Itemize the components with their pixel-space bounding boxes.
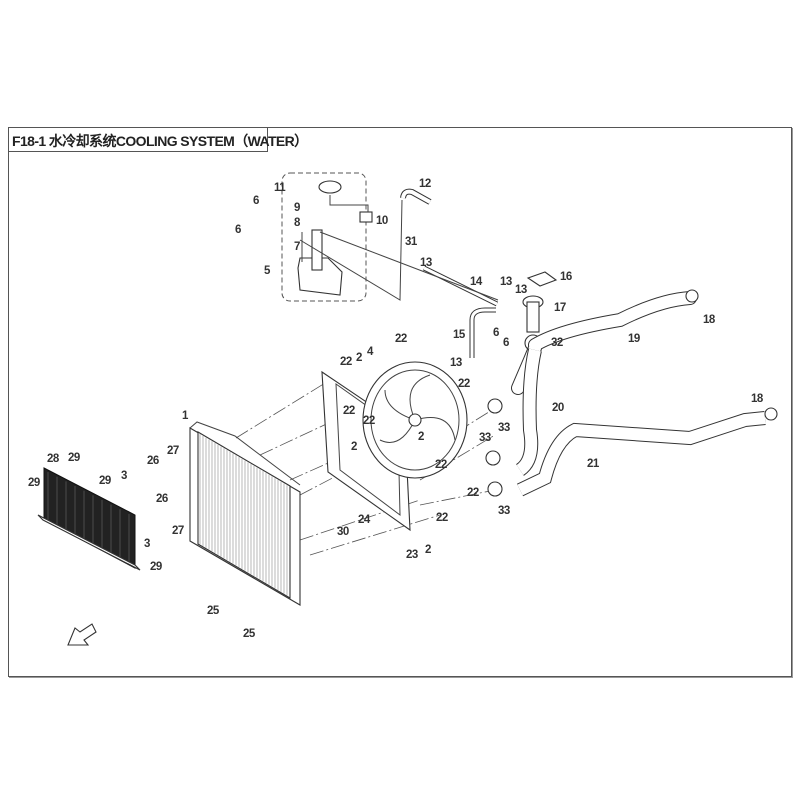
callout-6: 6 xyxy=(493,327,499,339)
callout-21: 21 xyxy=(587,458,600,470)
radiator xyxy=(189,421,301,606)
callout-33: 33 xyxy=(498,505,510,517)
callout-6: 6 xyxy=(235,224,241,236)
callout-22: 22 xyxy=(435,459,447,471)
callout-22: 22 xyxy=(436,512,448,524)
radiator-guard-mesh xyxy=(37,467,141,571)
callout-30: 30 xyxy=(337,526,349,538)
callout-25: 25 xyxy=(243,628,256,640)
callout-22: 22 xyxy=(467,487,479,499)
callout-27: 27 xyxy=(167,445,179,457)
callout-29: 29 xyxy=(99,475,111,487)
callout-31: 31 xyxy=(405,236,418,248)
callout-23: 23 xyxy=(406,549,418,561)
diagram-title: F18-1 水冷却系统COOLING SYSTEM（WATER） xyxy=(12,133,308,149)
callout-22: 22 xyxy=(343,405,355,417)
callout-29: 29 xyxy=(150,561,162,573)
callout-28: 28 xyxy=(47,453,60,465)
callout-29: 29 xyxy=(28,477,40,489)
fan-assembly xyxy=(321,361,468,532)
callout-22: 22 xyxy=(395,333,407,345)
callout-1: 1 xyxy=(182,410,189,422)
callout-18: 18 xyxy=(751,393,764,405)
front-direction-arrow-icon xyxy=(67,623,97,646)
small-hoses xyxy=(299,188,499,358)
diagram-frame xyxy=(8,127,792,677)
title-box xyxy=(8,127,268,152)
coolant-reservoir xyxy=(281,172,373,302)
callout-2: 2 xyxy=(418,431,424,443)
callout-9: 9 xyxy=(294,202,300,214)
callout-2: 2 xyxy=(425,544,431,556)
callout-4: 4 xyxy=(367,346,374,358)
callout-17: 17 xyxy=(554,302,566,314)
callout-13: 13 xyxy=(515,284,527,296)
callout-7: 7 xyxy=(294,241,300,253)
radiator-hoses xyxy=(485,289,778,497)
callout-16: 16 xyxy=(560,271,572,283)
callout-20: 20 xyxy=(552,402,564,414)
callout-26: 26 xyxy=(156,493,168,505)
callout-12: 12 xyxy=(419,178,431,190)
callout-2: 2 xyxy=(351,441,357,453)
callout-22: 22 xyxy=(458,378,470,390)
callout-29: 29 xyxy=(68,452,80,464)
callout-22: 22 xyxy=(340,356,352,368)
callout-26: 26 xyxy=(147,455,159,467)
callout-33: 33 xyxy=(498,422,510,434)
callout-22: 22 xyxy=(363,415,375,427)
callout-13: 13 xyxy=(420,257,432,269)
callout-2: 2 xyxy=(356,352,362,364)
callout-19: 19 xyxy=(628,333,640,345)
callout-14: 14 xyxy=(470,276,483,288)
callout-18: 18 xyxy=(703,314,716,326)
callout-32: 32 xyxy=(551,337,563,349)
callout-5: 5 xyxy=(264,265,271,277)
callout-8: 8 xyxy=(294,217,301,229)
callout-27: 27 xyxy=(172,525,184,537)
callout-3: 3 xyxy=(121,470,127,482)
callout-3: 3 xyxy=(144,538,150,550)
callout-6: 6 xyxy=(253,195,259,207)
callout-13: 13 xyxy=(500,276,512,288)
callout-10: 10 xyxy=(376,215,388,227)
callout-25: 25 xyxy=(207,605,220,617)
callout-15: 15 xyxy=(453,329,466,341)
callout-33: 33 xyxy=(479,432,491,444)
callout-6: 6 xyxy=(503,337,509,349)
callout-13: 13 xyxy=(450,357,462,369)
callout-11: 11 xyxy=(274,182,286,194)
callout-24: 24 xyxy=(358,514,371,526)
